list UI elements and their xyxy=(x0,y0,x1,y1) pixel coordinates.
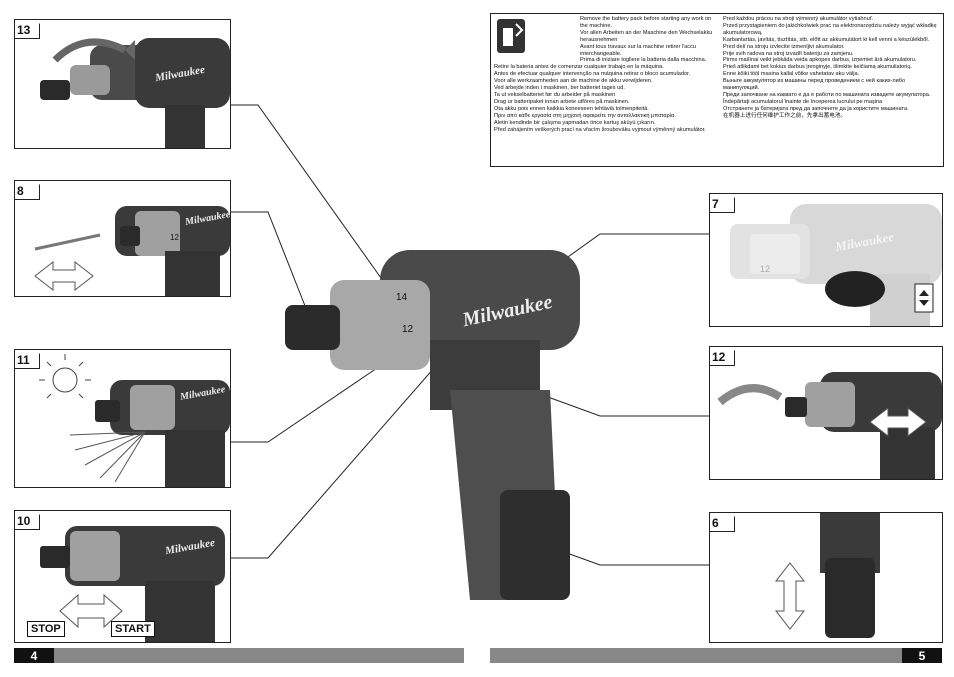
warning-line: Prieš atlikdami bet kokius darbus įrengi… xyxy=(723,64,913,71)
torque-dial-number: 12 xyxy=(760,264,771,274)
figure-6-drawing xyxy=(774,513,880,638)
figure-10-panel: 10 Milwaukee STOP START xyxy=(14,510,231,643)
double-arrow-icon xyxy=(59,593,123,629)
screwdriver-bit-icon xyxy=(34,233,101,251)
footer-bar-left: 4 xyxy=(14,648,464,663)
warning-line: Отстранете ја батеријата пред да започне… xyxy=(723,105,909,112)
warning-line: Πριν από κάθε εργασία στη μηχανή αφαιρεί… xyxy=(494,112,676,119)
figure-12-panel: 12 xyxy=(709,346,943,480)
warning-line: Prima di iniziare togliere la batteria d… xyxy=(580,57,707,64)
figure-7-label: 7 xyxy=(710,194,735,213)
figure-11-label: 11 xyxy=(15,350,40,369)
warning-line: Ota akku pois ennen kaikkia koneeseen te… xyxy=(494,105,649,112)
light-beam-icon xyxy=(69,431,146,483)
page-number-left: 4 xyxy=(14,648,54,663)
warning-line: Îndepărtaţi acumulatorul înainte de înce… xyxy=(723,98,883,105)
figure-13-panel: 13 Milwaukee xyxy=(14,19,231,149)
warning-line: Karbantartás, javítás, tisztítás, stb. e… xyxy=(723,36,930,43)
remove-battery-icon xyxy=(497,19,525,53)
battery-gauge-icon xyxy=(825,271,885,307)
warning-right-column: Pred každou prácou na stroji výmenný aku… xyxy=(723,16,939,120)
figure-8-label: 8 xyxy=(15,181,40,200)
footer-bar-right: 5 xyxy=(490,648,942,663)
up-down-arrow-icon xyxy=(774,562,806,630)
warning-line: Преди започване на каквато е да е работи… xyxy=(723,91,931,98)
warning-line: Выньте аккумулятор из машины перед прове… xyxy=(723,78,906,92)
start-label: START xyxy=(111,621,155,637)
figure-6-panel: 6 xyxy=(709,512,943,643)
safety-warning-box: Remove the battery pack before starting … xyxy=(490,13,944,167)
warning-line: 在机器上进行任何维护工作之前，先拿出蓄电池。 xyxy=(723,112,847,119)
page-number-right: 5 xyxy=(902,648,942,663)
warning-line: Pred delí na stroju izvlecite izmenljivi… xyxy=(723,43,845,50)
figure-13-label: 13 xyxy=(15,20,40,39)
warning-line: Vor allen Arbeiten an der Maschine den W… xyxy=(580,29,713,43)
warning-line: Pred každou prácou na stroji výmenný aku… xyxy=(723,16,874,22)
figure-12-label: 12 xyxy=(710,347,735,366)
light-bulb-icon xyxy=(39,354,91,399)
figure-13-drawing xyxy=(40,38,230,148)
battery-level-icon xyxy=(914,283,934,313)
warning-left-column: Remove the battery pack before starting … xyxy=(494,16,714,133)
warning-line: Voor alle werkzaamheden aan de machine d… xyxy=(494,78,653,85)
warning-line: Przed przystąpieniem do jakichkolwiek pr… xyxy=(723,22,937,36)
warning-line: Prije svih radova na stroj izvadīt bater… xyxy=(723,50,854,57)
figure-8-panel: 8 Milwaukee 12 xyxy=(14,180,231,297)
figure-6-label: 6 xyxy=(710,513,735,532)
figure-8-drawing xyxy=(34,206,230,296)
warning-line: Před zahájením veškerých prací na vřacím… xyxy=(494,126,706,133)
figure-11-drawing xyxy=(39,354,230,487)
main-tool-illustration xyxy=(285,250,580,600)
figure-12-drawing xyxy=(717,372,942,479)
warning-line: Remove the battery pack before starting … xyxy=(580,16,712,29)
warning-line: Drag ur batteripaket innan arbete utföre… xyxy=(494,98,630,105)
warning-line: Enne kõiki tööl masina kallal võtke vahe… xyxy=(723,71,860,78)
figure-10-label: 10 xyxy=(15,511,40,530)
warning-line: Aletin kendinde bir çalışma yapmadan önc… xyxy=(494,119,656,126)
figure-11-panel: 11 Milwaukee xyxy=(14,349,231,488)
warning-line: Pirms mašīnai veikt jebkāda veida apkope… xyxy=(723,57,917,64)
figure-10-drawing xyxy=(40,526,225,642)
warning-line: Retire la bateria antes de comenzar cual… xyxy=(494,64,664,71)
rotate-arrow-icon xyxy=(52,38,127,63)
stop-label: STOP xyxy=(27,621,65,637)
warning-line: Antes de efectuar qualquer intervenção n… xyxy=(494,71,691,78)
torque-dial-number: 12 xyxy=(170,233,179,242)
rotate-arrow-icon xyxy=(717,384,783,406)
main-dial-12: 12 xyxy=(402,324,414,335)
double-arrow-icon xyxy=(34,260,94,292)
main-dial-14: 14 xyxy=(396,292,408,303)
figure-7-panel: 7 Milwaukee 12 xyxy=(709,193,943,327)
direction-switch-arrow-icon xyxy=(869,406,927,438)
warning-line: Avant tous travaux sur la machine retire… xyxy=(580,43,696,57)
warning-line: Ta ut vekselbatteriet før du arbeider på… xyxy=(494,91,616,98)
warning-line: Ved arbejde inden i maskinen, ber batter… xyxy=(494,85,625,92)
figure-7-drawing xyxy=(730,204,942,326)
